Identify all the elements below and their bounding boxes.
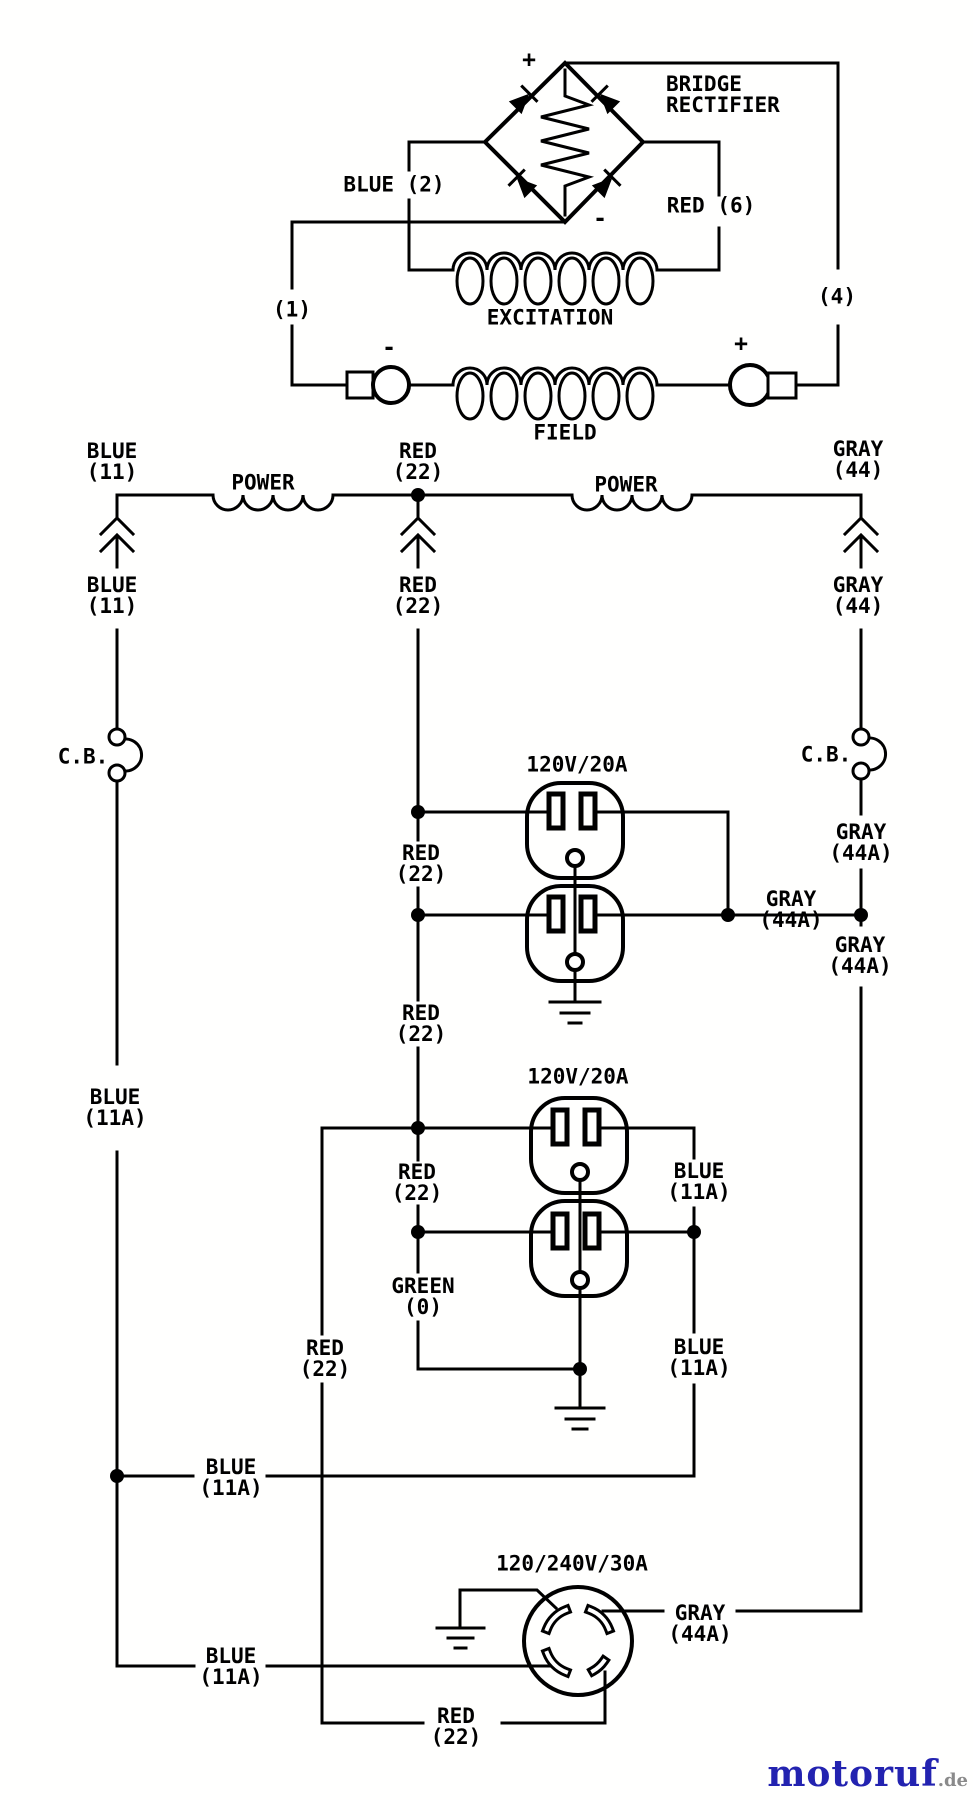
diode-top-right <box>590 84 621 115</box>
circuit-breaker-right <box>851 727 887 781</box>
ground-symbol-outlet1 <box>548 1000 602 1025</box>
power-winding-row <box>115 493 863 512</box>
diode-top-left <box>508 84 539 115</box>
field-label: FIELD <box>533 420 597 445</box>
field-coil <box>451 366 659 421</box>
wire-label-green-0: GREEN (0) <box>391 1274 455 1319</box>
wire-label-blue-11a-left: BLUE (11A) <box>83 1085 147 1130</box>
duplex-outlet-2-label: 120V/20A <box>527 1064 629 1089</box>
bridge-varistor-zigzag <box>540 68 595 217</box>
duplex-outlet-1-label: 120V/20A <box>526 752 628 777</box>
wire-label-red-6: RED (6) <box>666 193 756 218</box>
slip-ring-arrows <box>98 493 880 569</box>
wire-label-1: (1) <box>273 297 311 322</box>
watermark: motoruf.de <box>700 1753 968 1795</box>
wire-label-gray-44a-right: GRAY (44A) <box>828 933 892 978</box>
wire-label-red-22-twist: RED (22) <box>430 1704 482 1749</box>
twistlock-outlet-label: 120/240V/30A <box>496 1551 648 1576</box>
diode-bottom-left <box>507 168 538 199</box>
wire-label-red-22-b: RED (22) <box>392 573 444 618</box>
circuit-breaker-left-label: C.B. <box>57 744 109 769</box>
power-winding-right-label: POWER <box>594 472 658 497</box>
field-brush-negative <box>345 365 411 405</box>
wire-label-gray-44a-cb: GRAY (44A) <box>829 820 893 865</box>
bridge-rectifier <box>482 60 646 225</box>
wire-label-blue-11a-o2a: BLUE (11A) <box>667 1159 731 1204</box>
excitation-coil <box>451 251 659 306</box>
circuit-breaker-right-label: C.B. <box>800 742 852 767</box>
field-plus-label: + <box>734 331 748 357</box>
wire-label-red-22-o1b: RED (22) <box>395 1001 447 1046</box>
wire-label-blue-11-b: BLUE (11) <box>86 573 138 618</box>
wire-label-blue-2: BLUE (2) <box>343 172 445 197</box>
diode-bottom-right <box>591 168 622 199</box>
wire-label-blue-11-top: BLUE (11) <box>86 439 138 484</box>
main-wires <box>115 628 863 1725</box>
bridge-rectifier-label: BRIDGE RECTIFIER <box>666 72 780 117</box>
field-minus-label: - <box>382 335 396 361</box>
wire-label-gray-44a-link: GRAY (44A) <box>759 887 823 932</box>
duplex-outlet-2 <box>529 1096 629 1298</box>
wire-label-gray-44a-twist: GRAY (44A) <box>668 1601 732 1646</box>
wire-label-gray-44-top: GRAY (44) <box>832 437 884 482</box>
bridge-minus-label: - <box>593 206 607 232</box>
watermark-tld: .de <box>937 1770 968 1791</box>
wire-label-red-22-o1a: RED (22) <box>395 841 447 886</box>
junction-dots <box>110 488 868 1483</box>
watermark-brand: motoruf <box>767 1753 938 1795</box>
bridge-plus-label: + <box>522 47 536 73</box>
wire-label-blue-11a-bus1: BLUE (11A) <box>199 1455 263 1500</box>
wire-label-blue-11a-o2b: BLUE (11A) <box>667 1335 731 1380</box>
twistlock-blades <box>540 1603 616 1679</box>
duplex-outlet-1 <box>525 781 625 983</box>
twistlock-outlet <box>522 1585 634 1697</box>
field-brush-positive <box>728 363 798 407</box>
wire-label-red-22-o2: RED (22) <box>391 1160 443 1205</box>
excitation-label: EXCITATION <box>486 305 614 330</box>
top-section-wires <box>290 61 840 387</box>
circuit-breaker-left <box>107 727 143 783</box>
ground-symbol-outlet2 <box>554 1406 606 1431</box>
power-winding-left-label: POWER <box>231 470 295 495</box>
wire-label-4: (4) <box>818 284 856 309</box>
ground-symbol-twistlock <box>435 1626 486 1650</box>
wire-label-gray-44-b: GRAY (44) <box>832 573 884 618</box>
wire-label-red-22-drop: RED (22) <box>299 1336 351 1381</box>
wire-label-blue-11a-bus2: BLUE (11A) <box>199 1644 263 1689</box>
wire-label-red-22-top: RED (22) <box>392 439 444 484</box>
